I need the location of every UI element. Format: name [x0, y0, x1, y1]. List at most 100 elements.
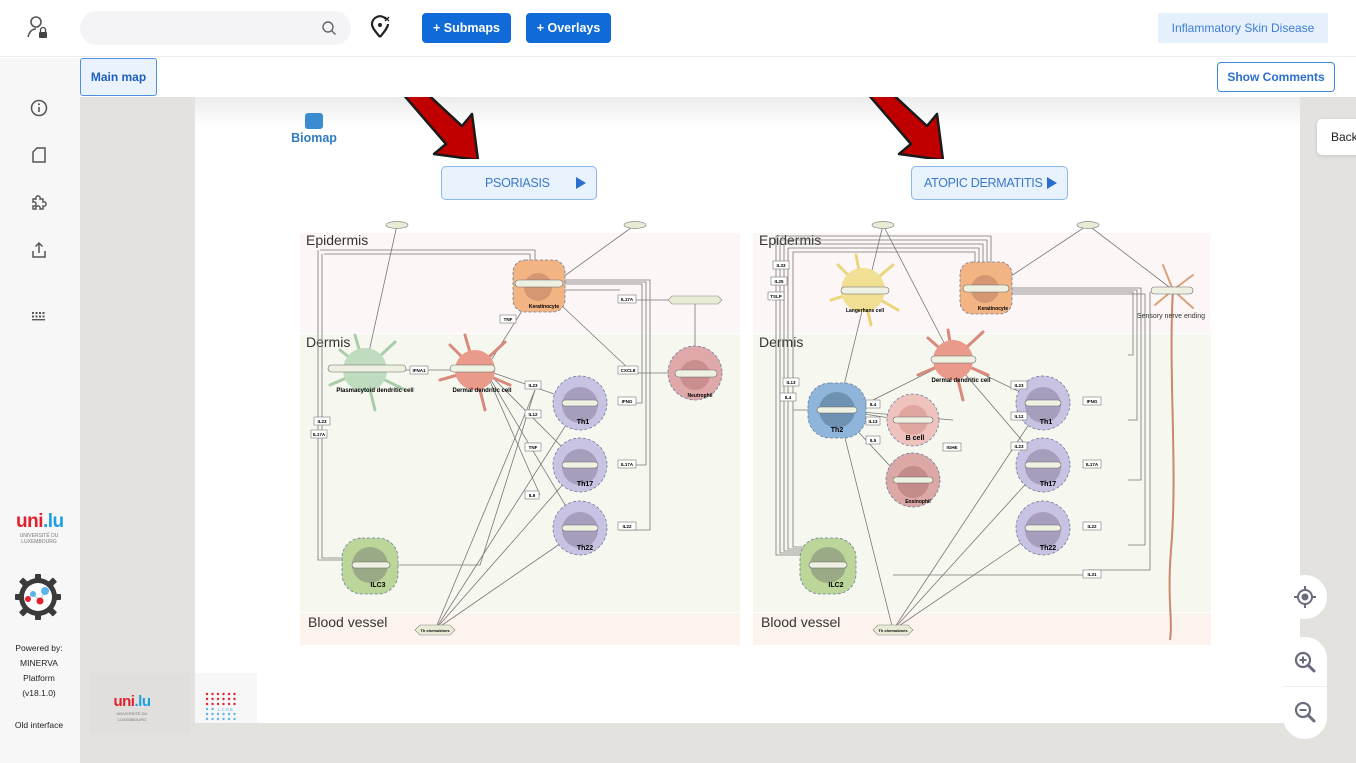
- svg-text:IL6: IL6: [529, 493, 536, 498]
- epidermis-label: Epidermis: [306, 232, 368, 248]
- user-lock-icon[interactable]: [26, 15, 50, 41]
- overlays-button[interactable]: + Overlays: [526, 13, 611, 43]
- lcsb-dot: [222, 717, 225, 721]
- puzzle-icon[interactable]: [29, 193, 49, 213]
- lcsb-dot: [211, 692, 214, 696]
- submaps-button[interactable]: + Submaps: [422, 13, 511, 43]
- background-select[interactable]: Background: [1317, 119, 1356, 155]
- svg-text:TNF: TNF: [529, 445, 538, 450]
- svg-text:Th22: Th22: [577, 545, 593, 552]
- lcsb-dot: [205, 717, 209, 721]
- th17-cell: Th17: [552, 437, 608, 493]
- svg-text:Keratinocyte: Keratinocyte: [529, 304, 560, 310]
- lcsb-dot: [216, 712, 220, 716]
- svg-text:IL31: IL31: [1087, 572, 1097, 577]
- psoriasis-diagram[interactable]: Epidermis Dermis Blood vessel: [300, 220, 740, 645]
- svg-text:Langerhans cell: Langerhans cell: [846, 308, 885, 314]
- atopic-dermatitis-submap-button[interactable]: ATOPIC DERMATITIS: [911, 166, 1068, 200]
- lcsb-dot: [227, 692, 231, 696]
- university-luxembourg-small-logo: uni.lu UNIVERSITÉ DU LUXEMBOURG: [113, 693, 151, 722]
- lcsb-dot: [211, 717, 214, 721]
- zoom-in-icon: [1294, 651, 1316, 672]
- logo-tile: [90, 673, 190, 733]
- svg-text:IL4: IL4: [785, 395, 792, 400]
- th17-cell: Th17: [1015, 437, 1071, 493]
- svg-text:Th chemokines: Th chemokines: [878, 628, 908, 633]
- svg-text:TNF: TNF: [504, 317, 513, 322]
- svg-text:IFNA1: IFNA1: [412, 368, 425, 373]
- svg-text:IL25: IL25: [774, 279, 784, 284]
- th-chemokines-node: [872, 624, 914, 636]
- svg-text:IL13: IL13: [868, 419, 878, 424]
- lcsb-dot: [205, 692, 209, 696]
- map-canvas[interactable]: Biomap PSORIASIS ATOPIC DERMATITIS: [195, 97, 1356, 723]
- zoom-out-icon: [1294, 701, 1316, 723]
- lcsb-dot: [216, 692, 220, 696]
- info-icon[interactable]: [29, 98, 49, 118]
- search-bar: [80, 11, 351, 45]
- svg-text:ILC3: ILC3: [370, 582, 385, 589]
- th-chemokines-node: [414, 624, 456, 636]
- search-icon[interactable]: [321, 20, 337, 36]
- svg-text:CXCL8: CXCL8: [621, 368, 636, 373]
- svg-text:IGHE: IGHE: [946, 445, 957, 450]
- sensory-nerve-label: Sensory nerve ending: [1137, 313, 1205, 320]
- svg-text:IL22: IL22: [1087, 524, 1097, 529]
- svg-text:TSLP: TSLP: [770, 294, 782, 299]
- psoriasis-submap-button[interactable]: PSORIASIS: [441, 166, 597, 200]
- lcsb-dot: [216, 702, 220, 706]
- th2-cell: Th2: [807, 382, 867, 439]
- lcsb-dot: [205, 712, 209, 716]
- lcsb-text: LCSB: [218, 707, 234, 712]
- svg-text:ILC2: ILC2: [828, 582, 843, 589]
- svg-text:Keratinocyte: Keratinocyte: [978, 306, 1009, 312]
- dermis-label: Dermis: [306, 334, 350, 350]
- crosshair-icon: [1294, 586, 1316, 608]
- zoom-out-button[interactable]: [1283, 687, 1327, 737]
- lcsb-dot: [222, 697, 225, 701]
- zoom-in-button[interactable]: [1283, 637, 1327, 687]
- svg-text:Th chemokines: Th chemokines: [420, 628, 450, 633]
- svg-text:IL23: IL23: [317, 419, 327, 424]
- search-input[interactable]: [96, 11, 316, 45]
- tab-main-map[interactable]: Main map: [80, 58, 157, 96]
- lcsb-dot: [211, 712, 214, 716]
- show-comments-button[interactable]: Show Comments: [1217, 62, 1335, 92]
- blood-vessel-label: Blood vessel: [761, 614, 840, 630]
- blood-vessel-layer: [753, 613, 1211, 645]
- atopic-dermatitis-diagram[interactable]: Epidermis Dermis Blood vessel: [753, 220, 1213, 645]
- th22-cell: Th22: [552, 500, 608, 556]
- svg-text:IL23: IL23: [528, 383, 538, 388]
- lcsb-logo: LCSB: [205, 692, 236, 721]
- lcsb-dot: [216, 717, 220, 721]
- lcsb-dot: [233, 692, 236, 696]
- map-viewport[interactable]: Biomap PSORIASIS ATOPIC DERMATITIS: [80, 97, 1356, 763]
- keyboard-icon[interactable]: [29, 306, 49, 326]
- file-icon[interactable]: [29, 145, 49, 165]
- export-icon[interactable]: [29, 240, 49, 260]
- th1-cell: Th1: [552, 375, 608, 431]
- lcsb-dot: [211, 697, 214, 701]
- lcsb-dot: [227, 717, 231, 721]
- lcsb-dot: [205, 707, 209, 711]
- lcsb-dot: [222, 692, 225, 696]
- svg-text:Dermal dendritic cell: Dermal dendritic cell: [452, 388, 511, 394]
- svg-text:IFNG: IFNG: [622, 399, 633, 404]
- map-tabs-bar: Main map Show Comments: [80, 58, 1356, 97]
- locate-button[interactable]: [1283, 575, 1327, 619]
- biomap-icon: [305, 113, 323, 129]
- svg-text:IL17A: IL17A: [1086, 462, 1099, 467]
- b-cell: B cell: [886, 393, 940, 447]
- old-interface-link[interactable]: Old interface: [14, 720, 64, 730]
- sensory-nerve-cell: [1150, 264, 1194, 641]
- ilc3-cell: ILC3: [341, 537, 399, 595]
- lcsb-dot: [211, 707, 214, 711]
- svg-text:IL12: IL12: [528, 412, 538, 417]
- svg-text:IL23: IL23: [1014, 383, 1024, 388]
- clear-pin-icon[interactable]: [370, 15, 392, 39]
- lcsb-dot: [233, 697, 236, 701]
- powered-by-text: Powered by: MINERVA Platform (v18.1.0): [15, 643, 63, 698]
- svg-text:Eosinophil: Eosinophil: [905, 499, 931, 505]
- lcsb-dot: [233, 712, 236, 716]
- svg-text:IL33: IL33: [776, 263, 786, 268]
